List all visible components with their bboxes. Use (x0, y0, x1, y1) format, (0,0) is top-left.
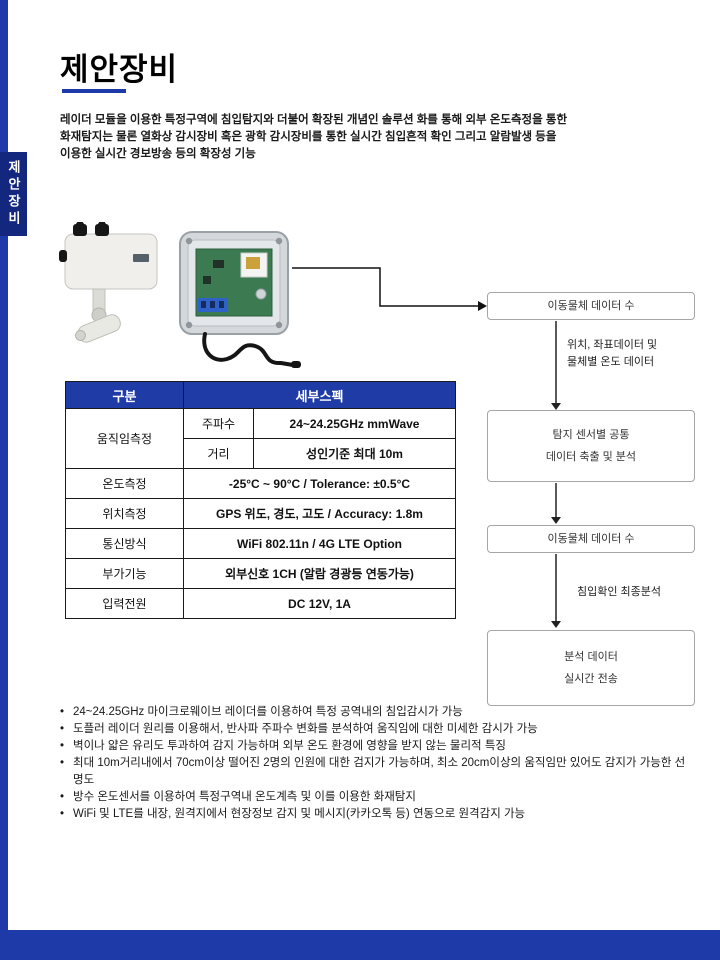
flow-box-data-collect-1: 이동물체 데이터 수 (487, 292, 695, 320)
header-spec: 세부스펙 (183, 381, 456, 409)
list-item: WiFi 및 LTE를 내장, 원격지에서 현장정보 감지 및 메시지(카카오톡… (58, 806, 688, 823)
flow-box-label: 탐지 센서별 공통 (552, 429, 630, 441)
intro-line: 화재탐지는 물론 열화상 감시장비 혹은 광학 감시장비를 통한 실시간 침입흔… (60, 131, 557, 143)
temperature-probe-cable (202, 332, 295, 367)
spec-table: 구분 세부스펙 움직임측정 주파수 24~24.25GHz mmWave 거리 … (65, 381, 456, 619)
intro-line: 이용한 실시간 경보방송 등의 확장성 기능 (60, 148, 256, 160)
value-cell: DC 12V, 1A (183, 588, 456, 619)
title-underline (62, 89, 126, 93)
flow-box-transmit: 분석 데이터 실시간 전송 (487, 630, 695, 706)
table-row: 위치측정 GPS 위도, 경도, 고도 / Accuracy: 1.8m (65, 498, 456, 529)
radar-sensor-illustration (59, 222, 158, 343)
value-cell: 24~24.25GHz mmWave (253, 408, 456, 439)
intro-line: 레이더 모듈을 이용한 특정구역에 침입탐지와 더불어 확장된 개념인 솔루션 … (60, 114, 568, 126)
category-cell: 온도측정 (65, 468, 184, 499)
annotation-line: 침입확인 최종분석 (577, 586, 662, 598)
section-tab: 제안장비 (0, 152, 27, 236)
value-cell: WiFi 802.11n / 4G LTE Option (183, 528, 456, 559)
arrowhead-down (551, 621, 561, 628)
arrowhead-right (478, 301, 487, 311)
value-cell: GPS 위도, 경도, 고도 / Accuracy: 1.8m (183, 498, 456, 529)
category-cell: 움직임측정 (65, 408, 184, 469)
page-title: 제안장비 (60, 52, 179, 87)
list-item: 최대 10m거리내에서 70cm이상 떨어진 2명의 인원에 대한 검지가 가능… (58, 755, 688, 789)
left-accent-strip (0, 0, 8, 960)
device-photos (59, 222, 301, 368)
table-row: 움직임측정 주파수 24~24.25GHz mmWave (65, 408, 456, 469)
list-item: 24~24.25GHz 마이크로웨이브 레이더를 이용하여 특정 공역내의 침입… (58, 704, 688, 721)
category-cell: 위치측정 (65, 498, 184, 529)
table-row: 부가기능 외부신호 1CH (알람 경광등 연동가능) (65, 558, 456, 589)
table-row: 온도측정 -25°C ~ 90°C / Tolerance: ±0.5°C (65, 468, 456, 499)
bottom-accent-bar (0, 930, 720, 960)
flow-box-label: 이동물체 데이터 수 (547, 533, 635, 545)
arrowhead-down (551, 517, 561, 524)
feature-bullet-list: 24~24.25GHz 마이크로웨이브 레이더를 이용하여 특정 공역내의 침입… (58, 704, 688, 823)
list-item: 방수 온도센서를 이용하여 특정구역내 온도계측 및 이를 이용한 화재탐지 (58, 789, 688, 806)
flow-box-data-collect-2: 이동물체 데이터 수 (487, 525, 695, 553)
table-row: 통신방식 WiFi 802.11n / 4G LTE Option (65, 528, 456, 559)
flow-annotation-2: 침입확인 최종분석 (577, 584, 661, 601)
annotation-line: 위치, 좌표데이터 및 (567, 339, 658, 351)
value-cell: -25°C ~ 90°C / Tolerance: ±0.5°C (183, 468, 456, 499)
table-row: 입력전원 DC 12V, 1A (65, 588, 456, 619)
sub-label-cell: 거리 (183, 438, 254, 469)
category-cell: 통신방식 (65, 528, 184, 559)
flow-annotation-1: 위치, 좌표데이터 및 물체별 온도 데이터 (567, 337, 657, 371)
value-cell: 외부신호 1CH (알람 경광등 연동가능) (183, 558, 456, 589)
header-category: 구분 (65, 381, 184, 409)
flow-box-analysis: 탐지 센서별 공통 데이터 축출 및 분석 (487, 410, 695, 482)
sub-label-cell: 주파수 (183, 408, 254, 439)
controller-board-illustration (179, 231, 301, 368)
list-item: 도플러 레이더 원리를 이용해서, 반사파 주파수 변화를 분석하여 움직임에 … (58, 721, 688, 738)
category-cell: 입력전원 (65, 588, 184, 619)
table-row: 거리 성인기준 최대 10m (66, 438, 456, 469)
intro-paragraph: 레이더 모듈을 이용한 특정구역에 침입탐지와 더불어 확장된 개념인 솔루션 … (60, 112, 567, 163)
table-header-row: 구분 세부스펙 (65, 381, 456, 409)
value-cell: 성인기준 최대 10m (253, 438, 456, 469)
flow-box-label: 실시간 전송 (564, 673, 618, 685)
flow-box-label: 분석 데이터 (564, 651, 618, 663)
list-item: 벽이나 얇은 유리도 투과하여 감지 가능하며 외부 온도 환경에 영향을 받지… (58, 738, 688, 755)
flow-box-label: 데이터 축출 및 분석 (545, 451, 637, 463)
annotation-line: 물체별 온도 데이터 (567, 356, 655, 368)
category-cell: 부가기능 (65, 558, 184, 589)
arrowhead-down (551, 403, 561, 410)
flow-box-label: 이동물체 데이터 수 (547, 300, 635, 312)
